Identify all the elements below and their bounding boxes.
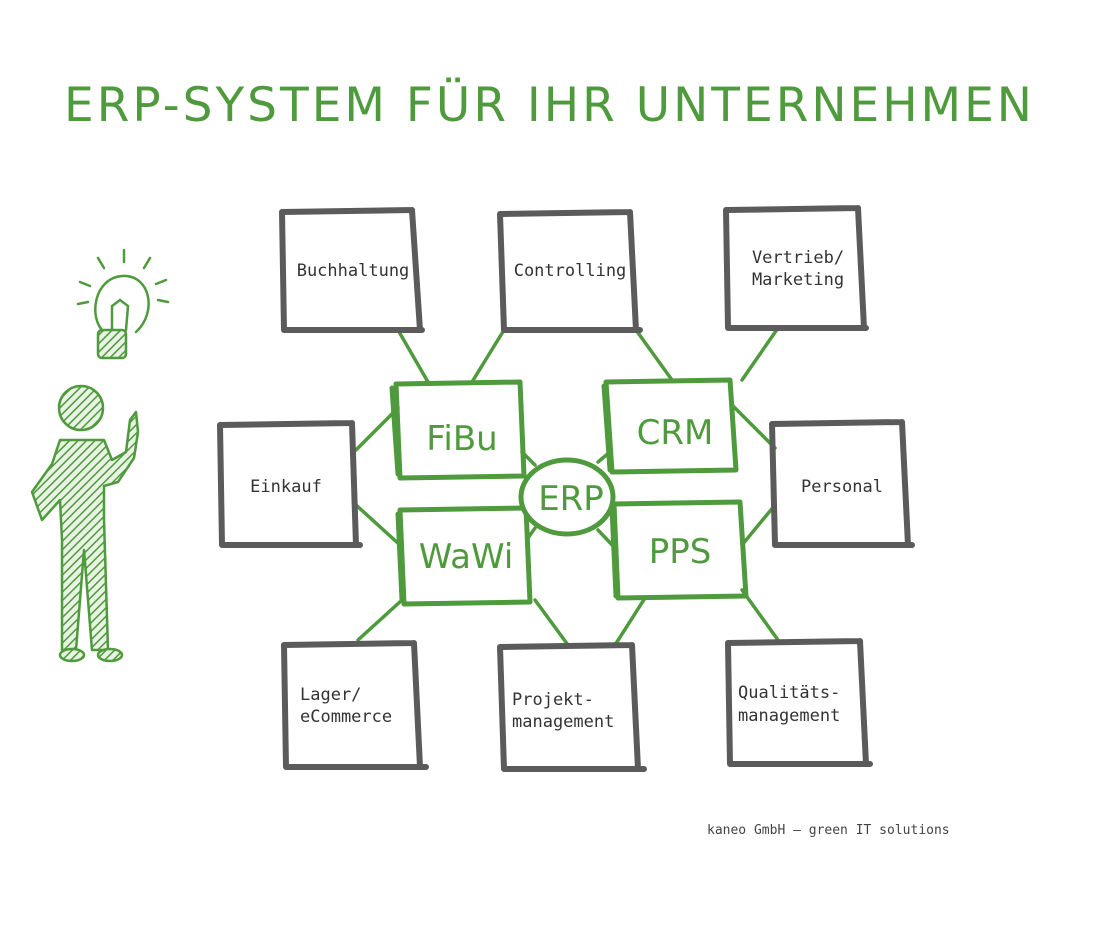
core-label-wawi: WaWi	[419, 537, 514, 577]
outer-box-qualitaet: Qualitäts- management	[725, 638, 873, 767]
connector-controlling-crm	[634, 328, 674, 382]
outer-box-personal: Personal	[769, 419, 915, 548]
outer-box-vertrieb: Vertrieb/ Marketing	[723, 205, 869, 331]
box-label-controlling: Controlling	[514, 261, 627, 281]
connectors	[354, 326, 780, 647]
lightbulb-icon	[76, 248, 170, 360]
outer-box-controlling: Controlling	[497, 209, 643, 333]
core-module-pps: PPS	[609, 499, 749, 601]
connector-controlling-fibu	[470, 328, 506, 384]
box-label-qualitaet-2: management	[738, 706, 840, 726]
box-label-projekt-1: Projekt-	[512, 690, 594, 710]
connector-vertrieb-crm	[740, 326, 780, 382]
erp-center: ERP	[518, 457, 616, 537]
erp-center-label: ERP	[538, 479, 604, 519]
box-label-qualitaet-1: Qualitäts-	[738, 683, 840, 703]
box-label-lager-2: eCommerce	[300, 707, 392, 727]
connector-personal-crm	[730, 403, 777, 450]
credit-footer: kaneo GmbH – green IT solutions	[707, 823, 950, 838]
connector-personal-pps	[740, 503, 777, 547]
outer-box-projekt: Projekt- management	[497, 642, 647, 772]
box-label-einkauf: Einkauf	[250, 477, 322, 497]
person-figure	[30, 384, 140, 663]
core-label-fibu: FiBu	[426, 419, 497, 459]
connector-einkauf-wawi	[354, 503, 402, 547]
box-label-personal: Personal	[801, 477, 883, 497]
core-module-crm: CRM	[601, 377, 739, 475]
connector-projekt-pps	[613, 596, 647, 647]
box-label-vertrieb-2: Marketing	[752, 270, 844, 290]
box-label-lager-1: Lager/	[300, 685, 361, 705]
box-label-projekt-2: management	[512, 712, 614, 732]
outer-box-einkauf: Einkauf	[217, 420, 363, 548]
connector-qualitaet-pps	[740, 588, 780, 642]
box-label-vertrieb-1: Vertrieb/	[752, 248, 844, 268]
connector-lager-wawi	[356, 598, 404, 642]
box-label-buchhaltung: Buchhaltung	[297, 261, 410, 281]
core-label-pps: PPS	[649, 532, 712, 572]
core-module-wawi: WaWi	[395, 505, 533, 607]
connector-einkauf-fibu	[354, 406, 400, 452]
core-label-crm: CRM	[637, 413, 714, 453]
connector-buchhaltung-fibu	[396, 328, 430, 384]
page-title: ERP-SYSTEM FÜR IHR UNTERNEHMEN	[64, 78, 1035, 133]
outer-box-buchhaltung: Buchhaltung	[279, 207, 425, 333]
core-module-fibu: FiBu	[389, 379, 527, 481]
connector-projekt-wawi	[533, 598, 570, 647]
outer-box-lager: Lager/ eCommerce	[281, 640, 429, 770]
